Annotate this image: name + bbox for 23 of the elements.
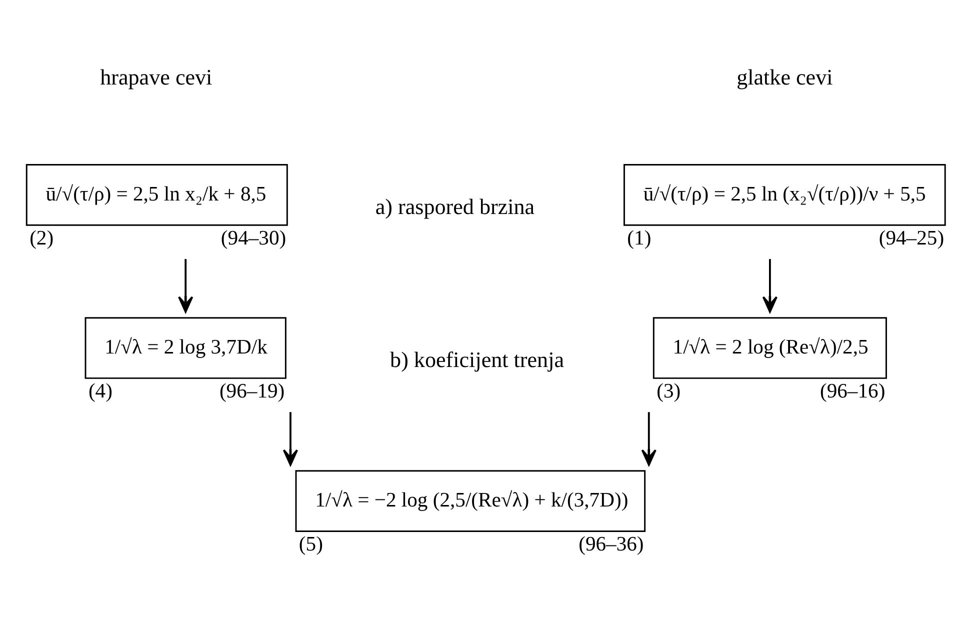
arrow [178, 259, 194, 313]
label: hrapave cevi [100, 64, 212, 90]
label: b) koeficijent trenja [390, 347, 564, 372]
node-label: (94–30) [220, 228, 286, 250]
node-label: (96–36) [578, 534, 644, 556]
node-box: ū/√(τ/ρ) = 2,5 ln (x₂√(τ/ρ))/ν + 5,5 [624, 164, 946, 226]
label: a) raspored brzina [375, 194, 535, 220]
node-box: 1/√λ = 2 log (Re√λ)/2,5 [652, 317, 887, 379]
arrow [282, 412, 298, 466]
node-label: (5) [298, 534, 323, 556]
node-label: (1) [627, 228, 652, 250]
node-box: ū/√(τ/ρ) = 2,5 ln x₂/k + 8,5 [26, 164, 288, 226]
arrow [762, 259, 778, 313]
node-label: (96–16) [820, 380, 886, 403]
node-label: (96–19) [219, 380, 285, 403]
node-box: 1/√λ = 2 log 3,7D/k [84, 317, 286, 379]
arrow [641, 412, 656, 466]
node-label: (4) [88, 380, 112, 403]
node-label: (2) [30, 228, 54, 250]
node-box: 1/√λ = −2 log (2,5/(Re√λ) + k/(3,7D)) [295, 470, 646, 532]
node-label: (94–25) [878, 228, 944, 250]
node-label: (3) [656, 380, 681, 403]
label: glatke cevi [736, 64, 833, 90]
